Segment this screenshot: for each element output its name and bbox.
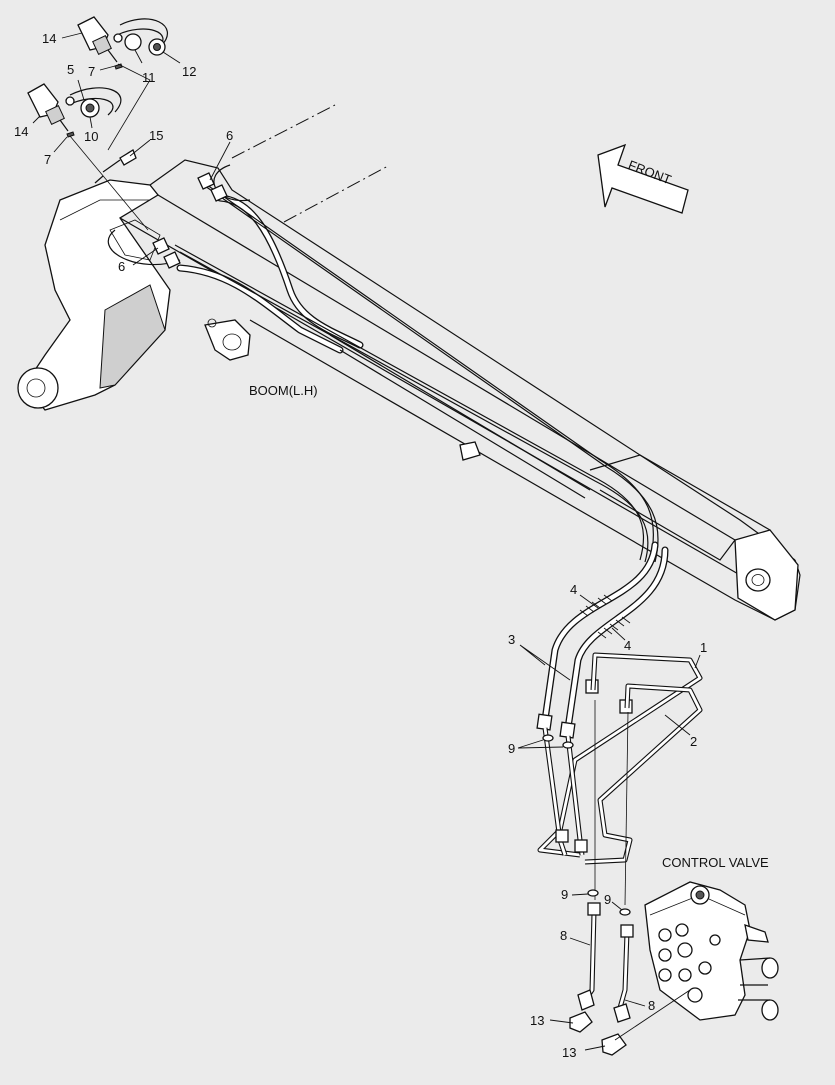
callout-9b: 9	[561, 887, 568, 902]
callout-13b: 13	[562, 1045, 576, 1060]
callout-15: 15	[149, 128, 163, 143]
callout-numbers: 1 2 3 4 4 5 6 6 7 7 8 8 9 9 9 10 11 12 1…	[14, 31, 707, 1060]
callout-8b: 8	[648, 998, 655, 1013]
callout-11: 11	[142, 70, 156, 85]
control-valve-label: CONTROL VALVE	[662, 855, 769, 870]
callout-3: 3	[508, 632, 515, 647]
callout-7a: 7	[88, 64, 95, 79]
front-arrow: FRONT	[597, 143, 689, 214]
boom-label: BOOM(L.H)	[249, 383, 318, 398]
callout-8a: 8	[560, 928, 567, 943]
callout-6a: 6	[226, 128, 233, 143]
clamp-assemblies	[27, 16, 228, 269]
callout-9a: 9	[508, 741, 515, 756]
callout-4b: 4	[624, 638, 631, 653]
callout-5: 5	[67, 62, 74, 77]
control-valve	[644, 881, 779, 1021]
callout-4a: 4	[570, 582, 577, 597]
callout-10: 10	[84, 129, 98, 144]
hose-spring-guards	[579, 594, 631, 639]
callout-9c: 9	[604, 892, 611, 907]
boom-hoses	[107, 164, 669, 739]
straight-pipes	[542, 734, 634, 1056]
callout-13a: 13	[530, 1013, 544, 1028]
callout-7b: 7	[44, 152, 51, 167]
bent-pipes	[537, 652, 703, 906]
callout-6b: 6	[118, 259, 125, 274]
boom-structure	[17, 104, 801, 621]
leader-lines	[32, 32, 701, 1051]
callout-14b: 14	[14, 124, 28, 139]
callout-2: 2	[690, 734, 697, 749]
callout-1: 1	[700, 640, 707, 655]
callout-14a: 14	[42, 31, 56, 46]
callout-12: 12	[182, 64, 196, 79]
